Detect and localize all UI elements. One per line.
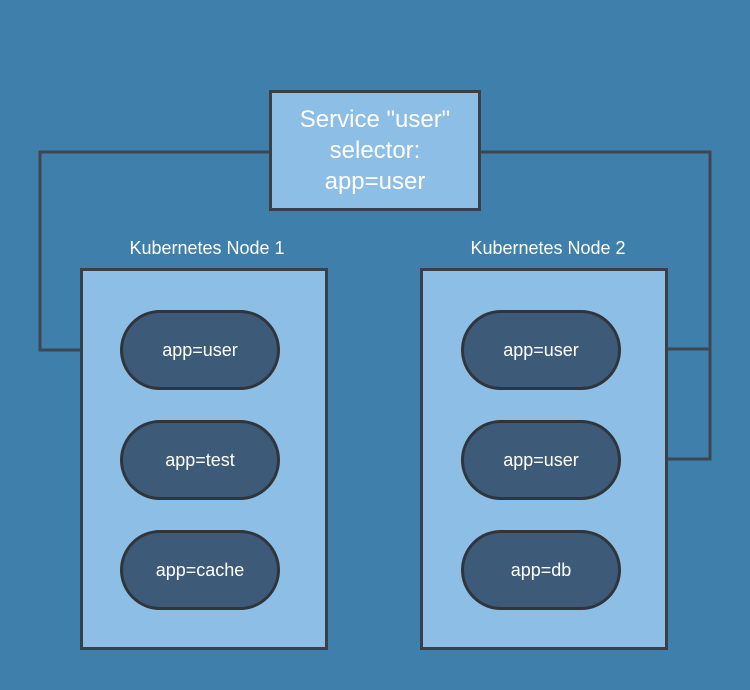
node2-pod-app-db: app=db: [461, 530, 621, 610]
node1-pod-app-cache: app=cache: [120, 530, 280, 610]
node1-pod-app-test: app=test: [120, 420, 280, 500]
node2-pod-app-user-middle: app=user: [461, 420, 621, 500]
kubernetes-node-2-title: Kubernetes Node 2: [470, 238, 626, 258]
service-selector-box: Service "user" selector: app=user: [269, 90, 481, 211]
node2-pod-app-user-top: app=user: [461, 310, 621, 390]
kubernetes-node-1-title: Kubernetes Node 1: [129, 238, 285, 258]
node1-pod-app-user: app=user: [120, 310, 280, 390]
